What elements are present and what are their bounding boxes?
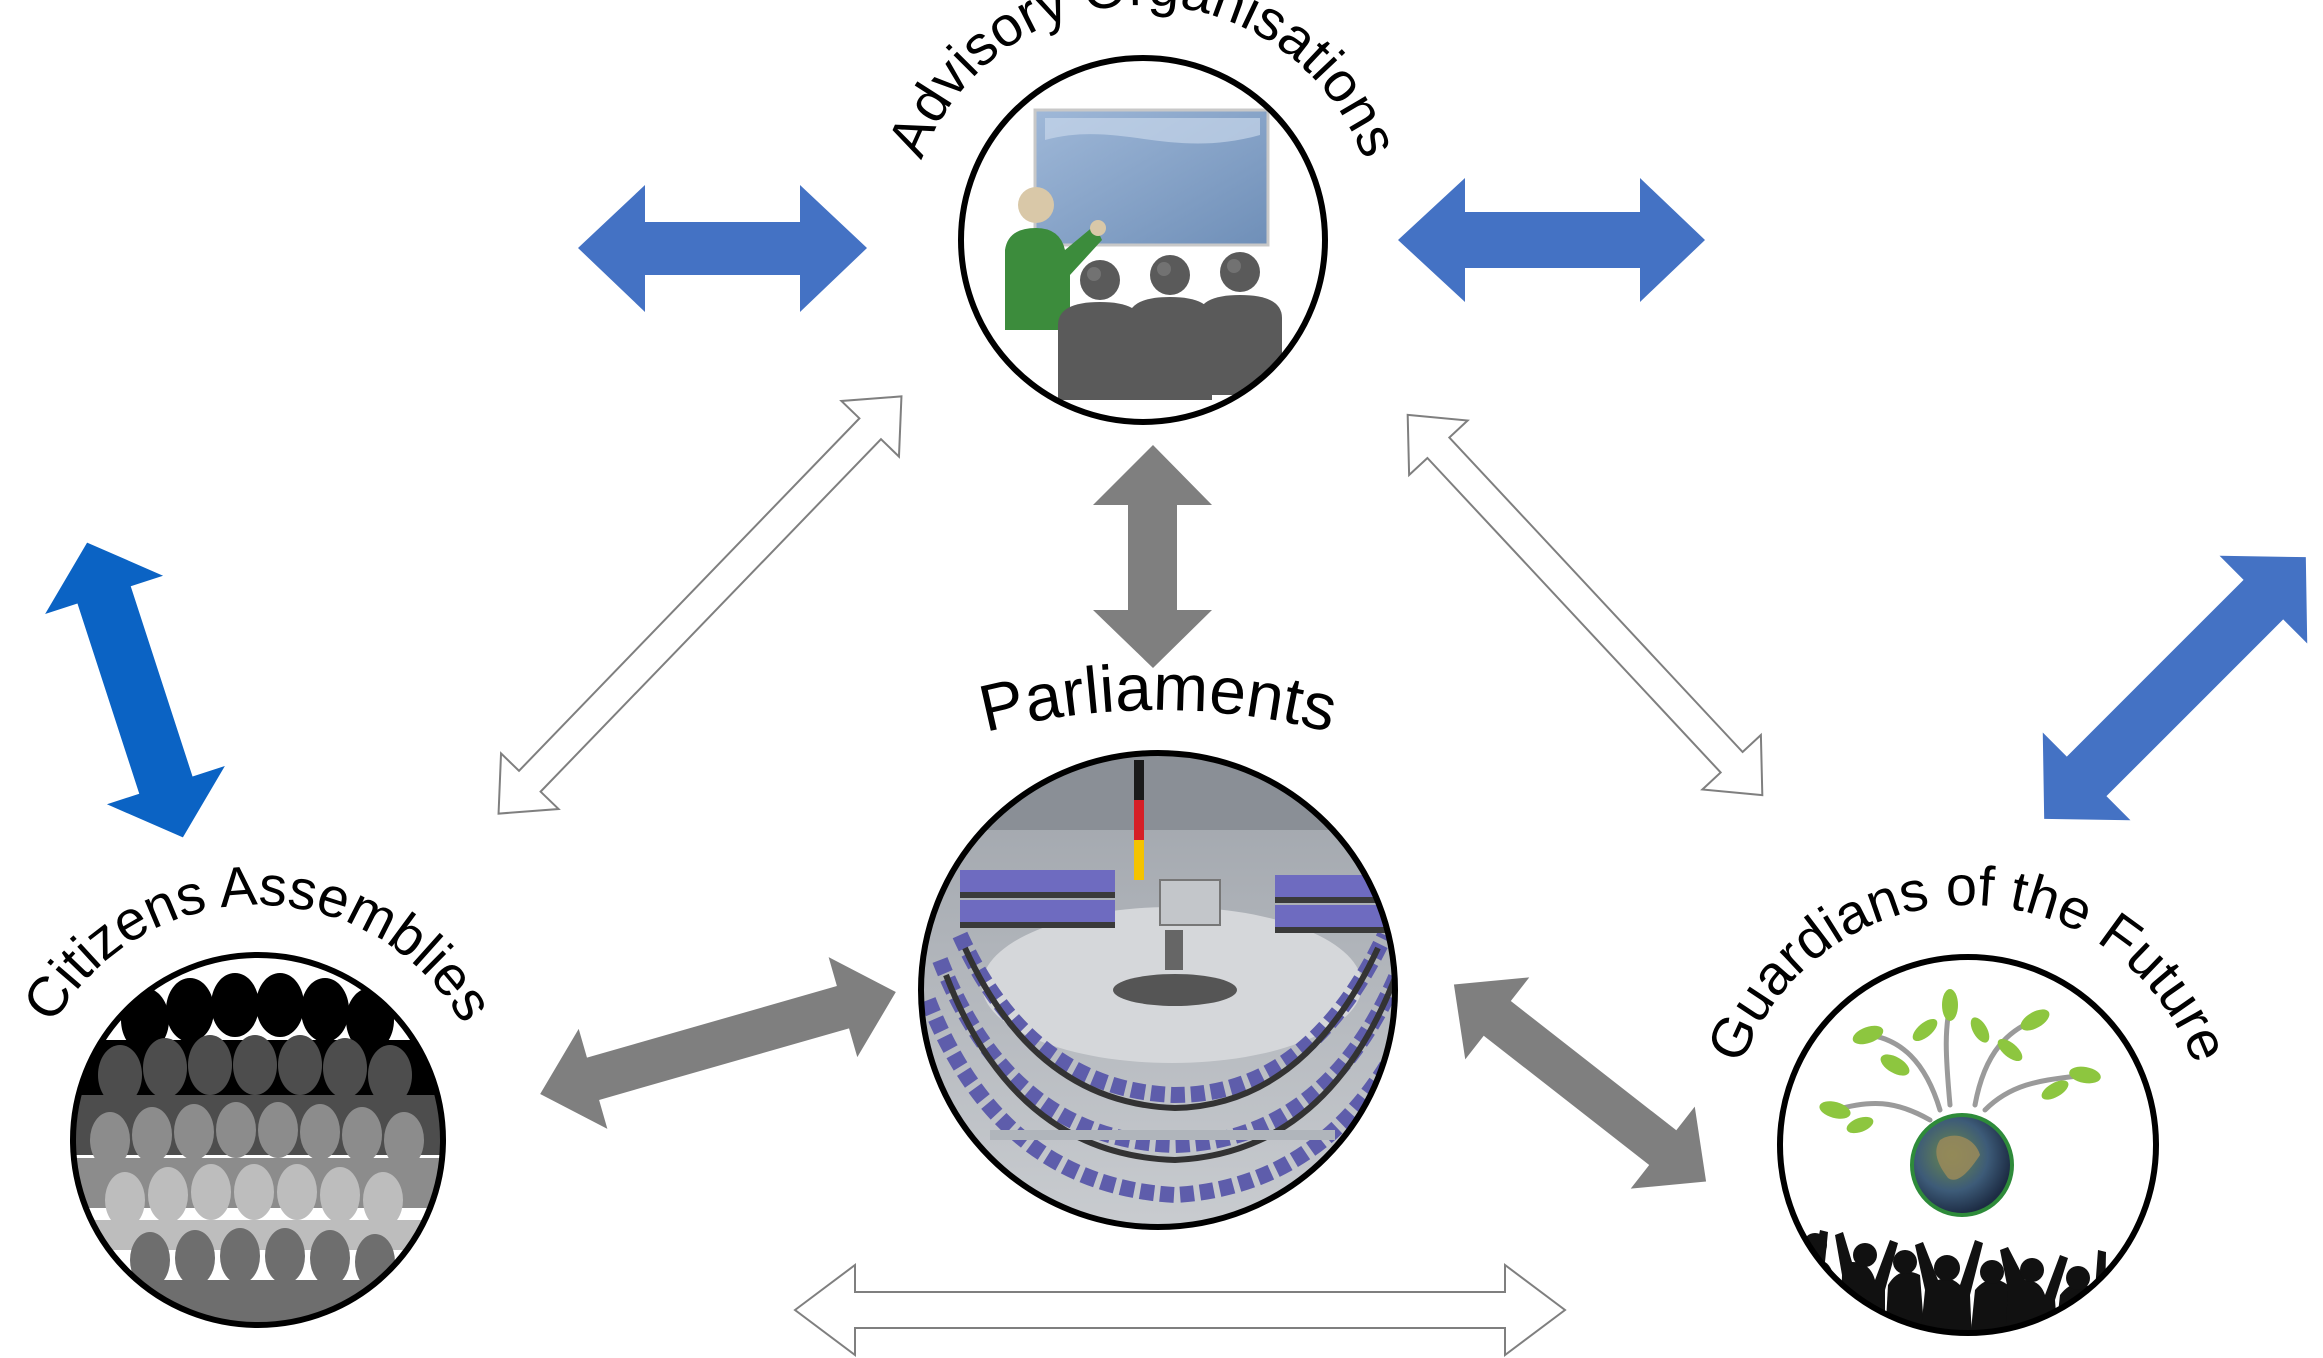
parliaments-label: Parliaments <box>972 649 1344 745</box>
parliament-chamber-icon <box>921 753 1395 1227</box>
advisory-node <box>958 55 1328 425</box>
blue-arrow-right <box>2042 555 2308 821</box>
gray-arrow-right <box>1453 977 1707 1189</box>
gray-arrow-left <box>540 957 896 1129</box>
blue-arrow-top-left <box>578 185 867 312</box>
outline-arrow-bottom <box>793 1263 1567 1357</box>
guardians-node <box>1777 954 2159 1336</box>
blue-arrow-top-right <box>1398 178 1705 302</box>
outline-arrow-left-diagonal <box>497 395 903 815</box>
parliaments-node <box>918 750 1398 1230</box>
citizens-node <box>70 952 446 1328</box>
presentation-icon <box>1005 108 1282 400</box>
outline-arrow-right-diagonal <box>1406 413 1764 797</box>
gray-arrow-vertical <box>1093 445 1212 668</box>
blue-arrow-left <box>45 542 225 838</box>
